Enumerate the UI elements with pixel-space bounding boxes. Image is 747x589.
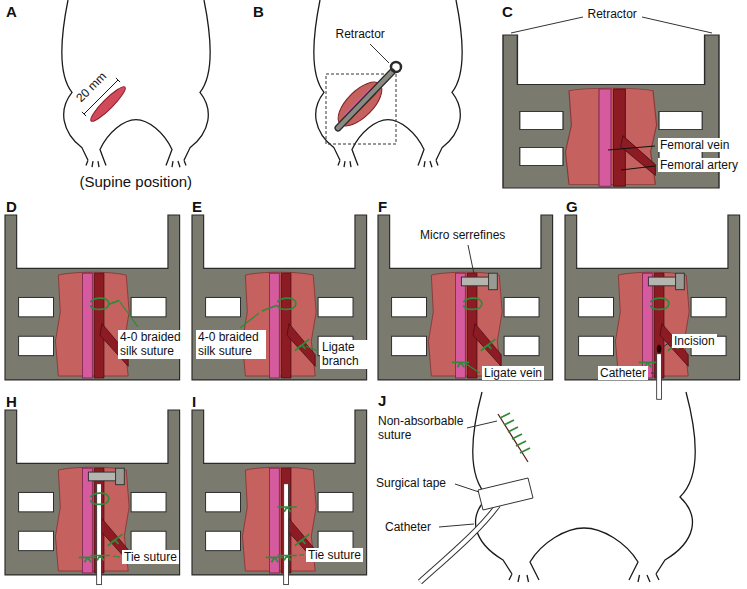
panel-letter: G — [566, 198, 578, 216]
leader-line — [439, 524, 474, 527]
leader-line — [608, 146, 655, 150]
part-label: Micro serrefines — [420, 228, 505, 242]
leader-line — [651, 373, 655, 374]
position-caption: (Supine position) — [80, 173, 193, 191]
leader-line — [511, 17, 583, 33]
part-label: Catheter — [385, 520, 431, 534]
leader-line — [455, 484, 479, 492]
retractor-symbol — [338, 62, 401, 128]
surgical-field — [565, 215, 740, 399]
leader-line — [120, 302, 138, 327]
part-label: Catheter — [598, 366, 648, 380]
leader-line — [113, 556, 120, 557]
dimension-label: 20 mm — [73, 69, 109, 105]
panel-letter: D — [6, 198, 17, 216]
leader-line — [663, 342, 670, 347]
leader-line — [467, 421, 497, 428]
panel-letter: I — [192, 393, 196, 411]
mouse-outline — [473, 392, 696, 582]
part-label: Retractor — [336, 27, 385, 41]
surgical-field — [5, 410, 180, 585]
part-label: Surgical tape — [376, 476, 446, 490]
catheter-tube — [420, 505, 498, 582]
leader-line — [370, 44, 389, 63]
leader-line — [621, 166, 655, 170]
mouse-outline — [62, 0, 211, 167]
step-label: Ligate branch — [320, 340, 374, 369]
surgical-tape — [478, 478, 533, 510]
part-label: 4-0 braided silk suture — [196, 330, 266, 359]
step-label: Tie suture — [306, 548, 363, 562]
step-label: Tie suture — [122, 550, 179, 564]
panel-letter: H — [6, 393, 17, 411]
mouse-outline — [314, 0, 463, 167]
part-label: Retractor — [588, 7, 637, 21]
leader-line — [240, 313, 259, 328]
panel-letter: E — [192, 198, 202, 216]
panel-letter: J — [378, 392, 386, 410]
step-label: Incision — [672, 334, 717, 348]
leader-line — [642, 17, 712, 33]
leader-line — [468, 245, 474, 274]
leader-line — [306, 346, 318, 351]
surgical-field — [378, 215, 553, 380]
panel-letter: F — [378, 198, 387, 216]
leader-line — [466, 364, 480, 373]
part-label: Femoral vein — [658, 138, 731, 152]
surgical-field — [192, 410, 367, 585]
panel-letter: A — [6, 3, 17, 21]
part-label: Femoral artery — [658, 158, 740, 172]
suture-stitches — [500, 413, 530, 453]
panel-letter: C — [502, 3, 513, 21]
part-label: Non-absorbable suture — [378, 414, 466, 443]
leader-line — [299, 554, 304, 555]
step-label: Ligate vein — [482, 366, 544, 380]
part-label: 4-0 braided silk suture — [118, 330, 188, 359]
panel-letter: B — [253, 3, 264, 21]
